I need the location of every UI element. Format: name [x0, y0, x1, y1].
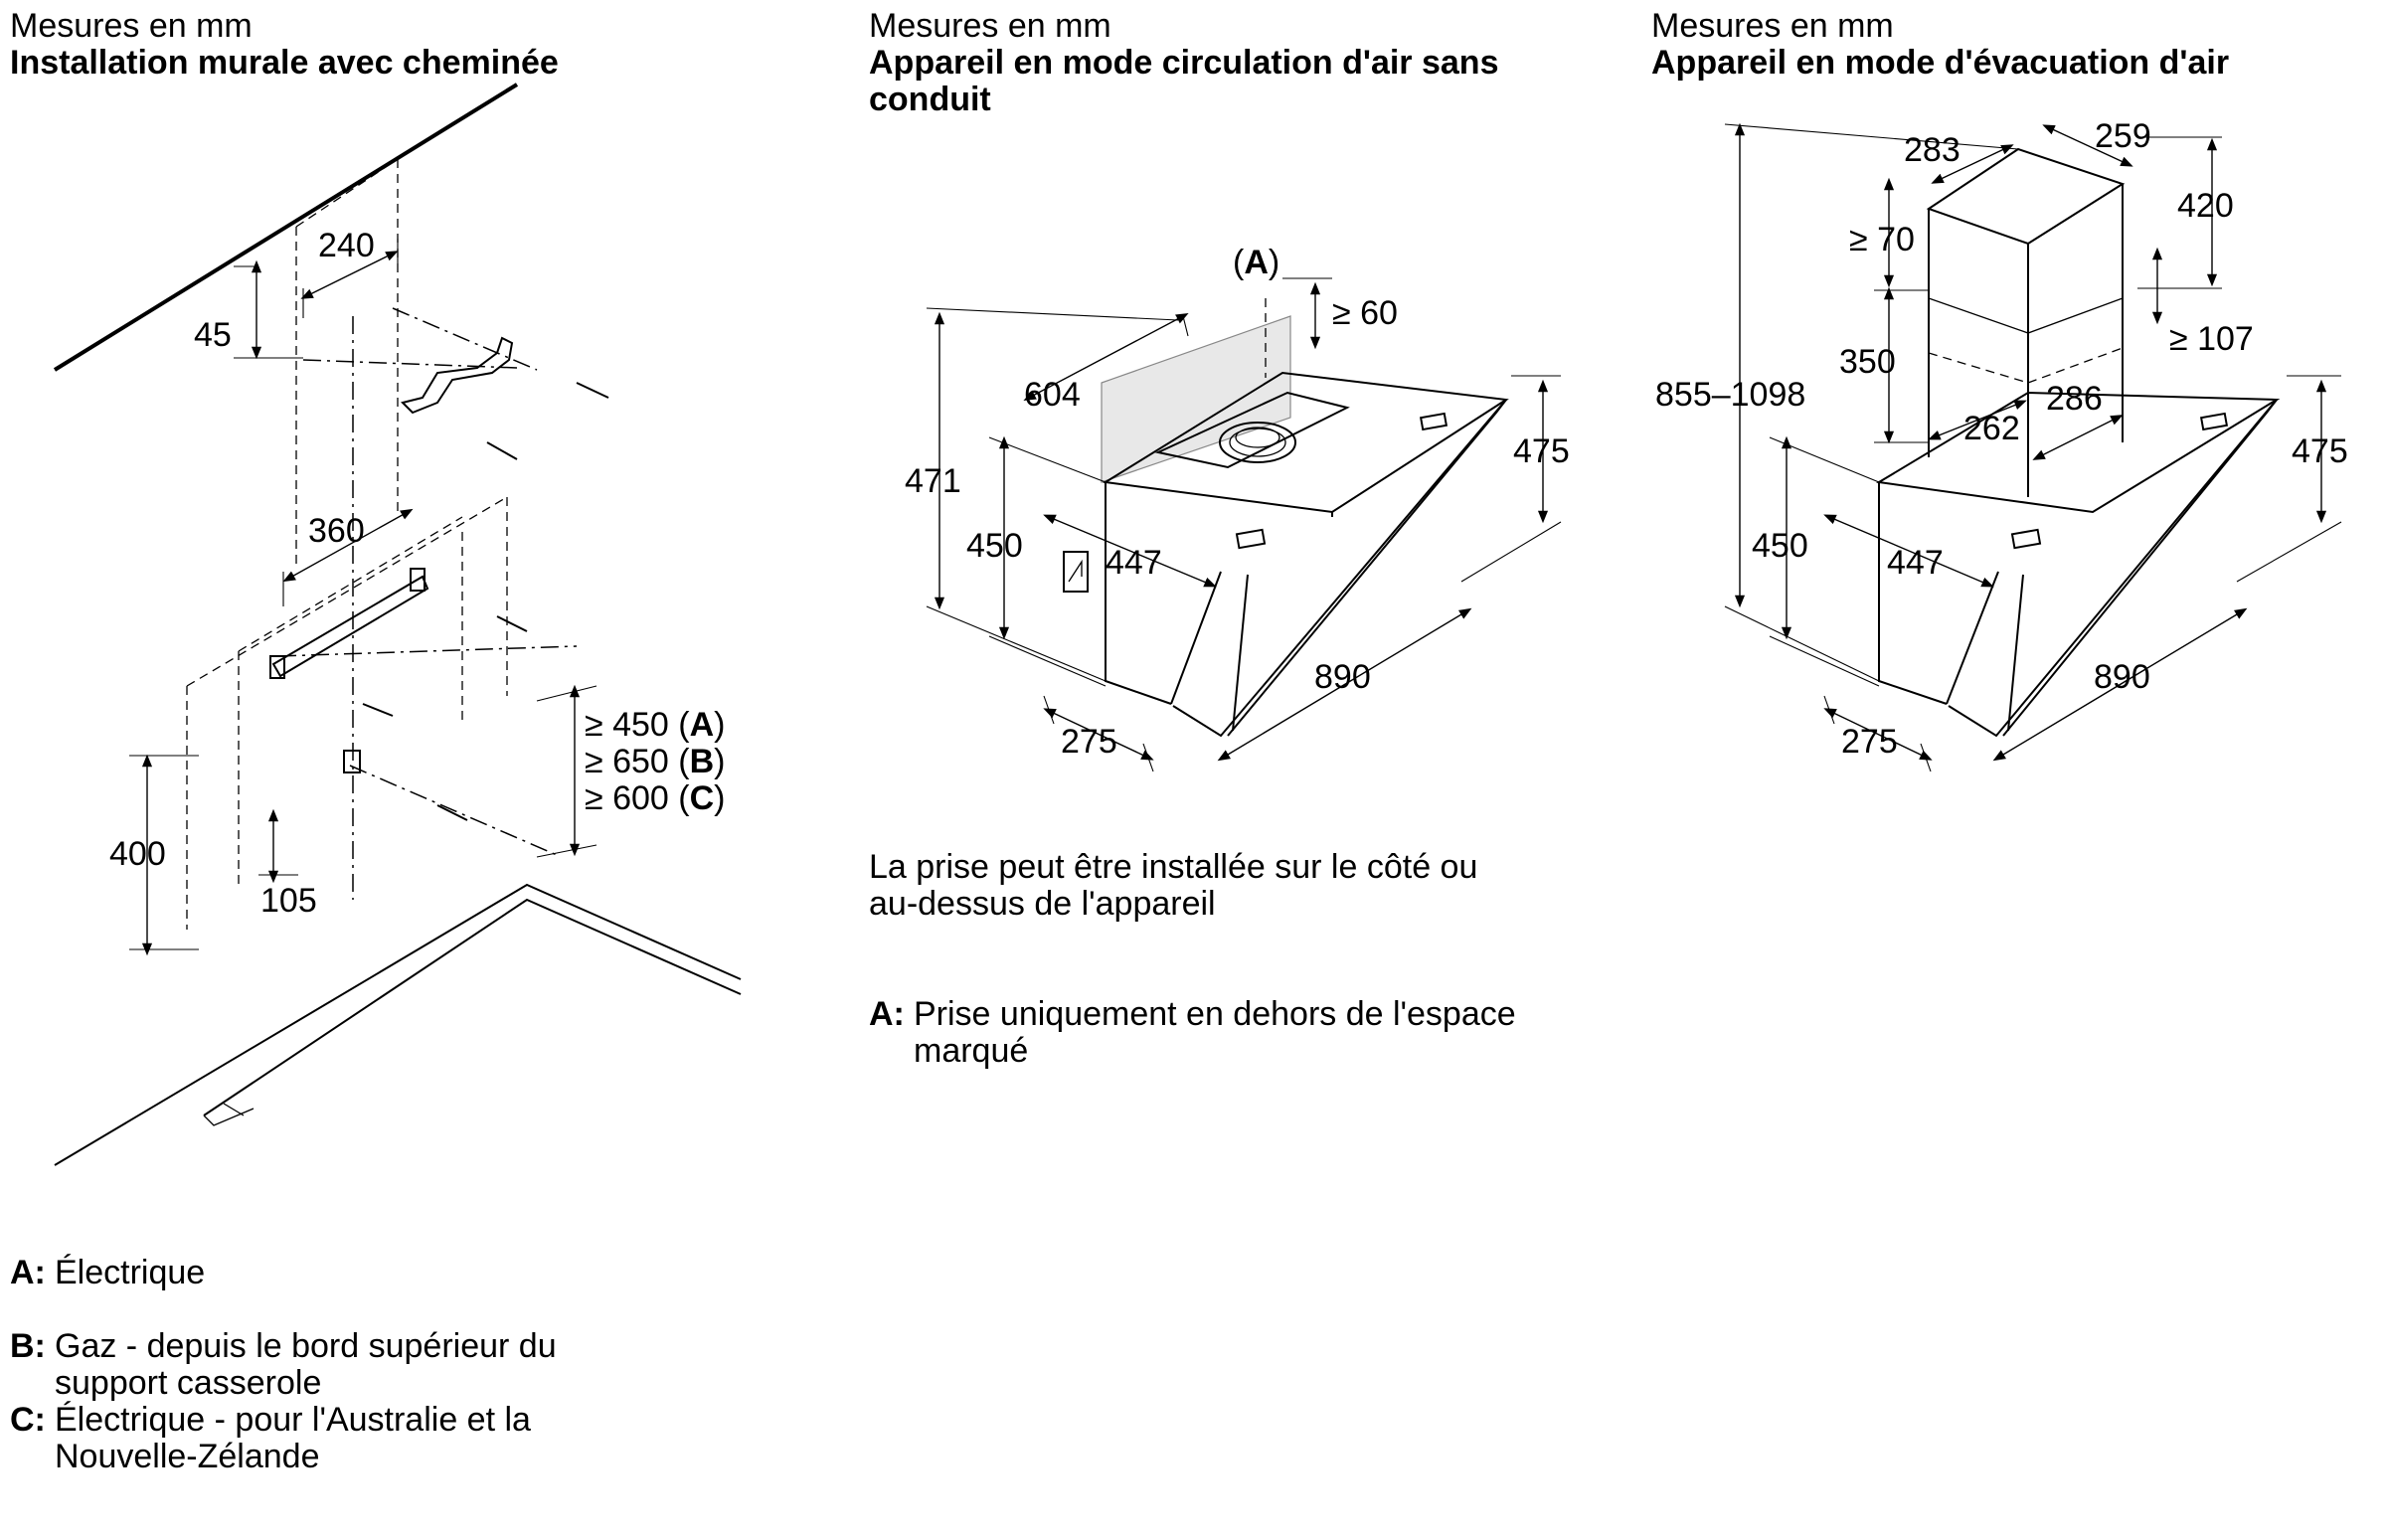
dim-45: 45: [194, 316, 232, 354]
note-a-key: A:: [869, 995, 905, 1033]
legend-b: B: Gaz - depuis le bord supérieur du sup…: [10, 1328, 706, 1404]
dim-890: 890: [1314, 658, 1371, 696]
min-height-a: ≥ 450 (A): [585, 706, 726, 744]
panel2-title-line2: conduit: [869, 81, 991, 118]
legend-b-key: B:: [10, 1327, 46, 1365]
dim-450-exhaust: 450: [1752, 527, 1808, 565]
legend-b-line1: Gaz - depuis le bord supérieur du: [55, 1327, 557, 1365]
dim-420: 420: [2177, 187, 2234, 225]
dim-350: 350: [1839, 343, 1896, 381]
min-height-b-key: B: [690, 743, 715, 780]
dim-471: 471: [905, 462, 961, 500]
dim-min-107: ≥ 107: [2169, 320, 2254, 358]
min-height-b: ≥ 650 (B): [585, 743, 726, 780]
dim-105: 105: [260, 882, 317, 920]
min-height-c-text: ≥ 600 (: [585, 779, 690, 817]
panel2-unit: Mesures en mm: [869, 7, 1111, 45]
min-height-c: ≥ 600 (C): [585, 779, 726, 817]
socket-note-line2: au-dessus de l'appareil: [869, 885, 1216, 923]
panel1-unit: Mesures en mm: [10, 7, 253, 45]
dim-890-exhaust: 890: [2094, 658, 2150, 696]
min-height-c-close: ): [714, 779, 725, 817]
dim-275: 275: [1061, 723, 1117, 761]
zone-a-close: ): [1269, 244, 1279, 281]
dim-447: 447: [1106, 544, 1162, 582]
dim-604: 604: [1024, 376, 1081, 414]
note-a-line2: marqué: [914, 1032, 1029, 1070]
dim-855-1098: 855–1098: [1655, 376, 1805, 414]
dim-360: 360: [308, 512, 365, 550]
legend-b-line2: support casserole: [55, 1364, 322, 1402]
zone-a-open: (: [1233, 244, 1245, 281]
note-a-line1: Prise uniquement en dehors de l'espace: [914, 995, 1516, 1033]
panel2-title-line1: Appareil en mode circulation d'air sans: [869, 44, 1499, 82]
dim-475: 475: [1513, 432, 1570, 470]
dim-286: 286: [2046, 380, 2103, 418]
panel3-unit: Mesures en mm: [1651, 7, 1894, 45]
wall-installation-drawing: 240 45 360 400 105 ≥ 450 (A) ≥ 650 (B) ≥…: [53, 83, 742, 1166]
dim-450: 450: [966, 527, 1023, 565]
legend-c-key: C:: [10, 1401, 46, 1439]
dim-min-70: ≥ 70: [1849, 221, 1915, 258]
dim-283: 283: [1904, 131, 1960, 169]
zone-a-key: A: [1244, 244, 1269, 281]
dim-400: 400: [109, 835, 166, 873]
dim-262: 262: [1963, 410, 2020, 447]
panel3-title: Appareil en mode d'évacuation d'air: [1651, 44, 2230, 82]
socket-note-line1: La prise peut être installée sur le côté…: [869, 848, 1478, 886]
legend-a: A: Électrique: [10, 1255, 706, 1294]
dim-275-exhaust: 275: [1841, 723, 1898, 761]
legend-c: C: Électrique - pour l'Australie et la N…: [10, 1402, 706, 1477]
dim-447-exhaust: 447: [1887, 544, 1944, 582]
note-a: A: Prise uniquement en dehors de l'espac…: [869, 996, 1664, 1076]
legend-c-line1: Électrique - pour l'Australie et la: [55, 1401, 531, 1439]
dim-475-exhaust: 475: [2292, 432, 2348, 470]
dim-259: 259: [2095, 117, 2151, 155]
min-height-b-text: ≥ 650 (: [585, 743, 690, 780]
zone-a-label: (A): [1233, 244, 1279, 281]
legend-a-key: A:: [10, 1254, 46, 1291]
panel1-title: Installation murale avec cheminée: [10, 44, 559, 82]
min-height-a-close: ): [714, 706, 725, 744]
dim-min-60: ≥ 60: [1332, 294, 1398, 332]
min-height-a-key: A: [690, 706, 715, 744]
exhaust-hood-drawing: 283 259 420 ≥ 70 ≥ 107 350 855–1098 262 …: [1655, 117, 2348, 772]
min-height-a-text: ≥ 450 (: [585, 706, 690, 744]
min-height-c-key: C: [690, 779, 715, 817]
legend-a-text: Électrique: [55, 1254, 206, 1291]
recirculation-hood-drawing: (A) ≥ 60 604 471 450 447 475 890 275: [905, 244, 1570, 772]
ceiling-line: [53, 83, 519, 372]
socket-zone: [1101, 315, 1291, 483]
dim-240: 240: [318, 227, 375, 264]
min-height-b-close: ): [714, 743, 725, 780]
legend-c-line2: Nouvelle-Zélande: [55, 1438, 320, 1475]
